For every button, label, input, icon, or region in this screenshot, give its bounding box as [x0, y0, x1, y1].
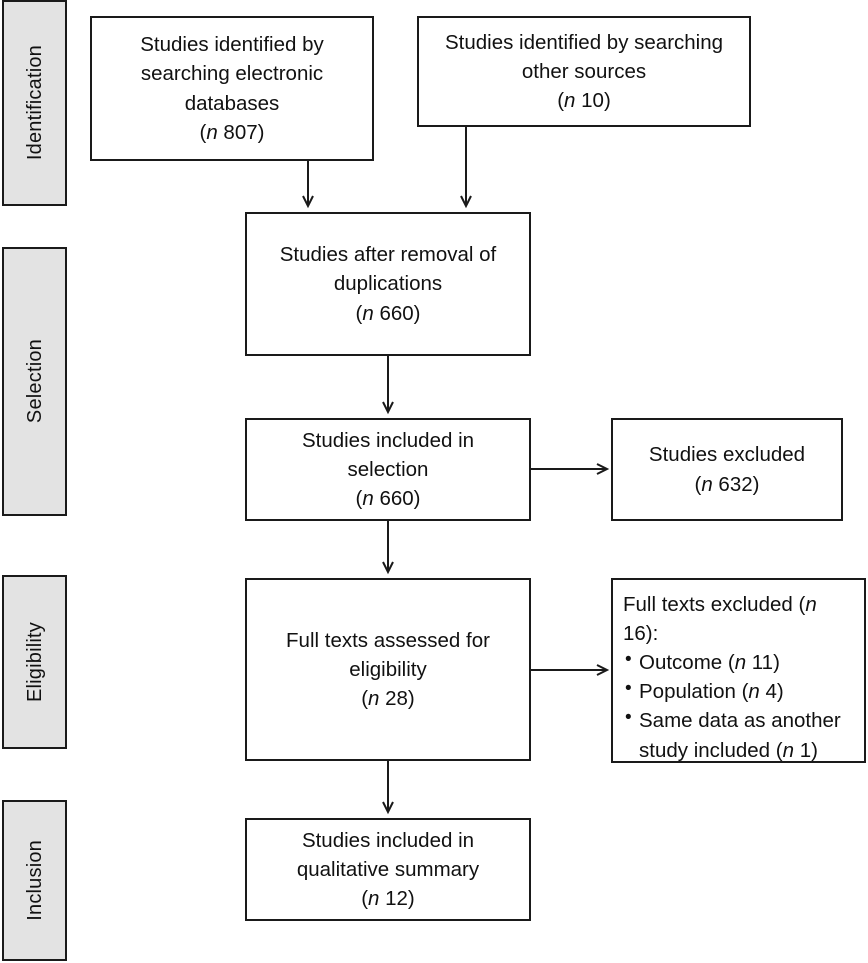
paren-open: (: [694, 472, 702, 496]
stage-box-inclusion: Inclusion: [2, 800, 67, 961]
n-symbol: n: [564, 89, 576, 113]
paren-open: (: [361, 887, 369, 911]
reason-text-post: 1): [794, 738, 818, 762]
box-studies-identified-databases-text: Studies identified by searching electron…: [140, 30, 323, 146]
n-value: 660): [373, 301, 421, 325]
count-line: (n 660): [356, 302, 421, 325]
box-full-texts-assessed-eligibility: Full texts assessed for eligibility (n 2…: [245, 578, 531, 761]
reason-text-post: 11): [746, 651, 780, 675]
n-value: 660): [373, 487, 421, 511]
reason-text-pre: Outcome (: [639, 651, 735, 675]
n-symbol: n: [701, 472, 713, 496]
line-2: qualitative summary: [296, 857, 480, 881]
n-symbol: n: [748, 680, 760, 704]
n-value: 10): [575, 89, 611, 113]
stage-box-identification: Identification: [2, 0, 67, 206]
n-symbol: n: [362, 487, 374, 511]
n-symbol: n: [805, 593, 817, 616]
box-studies-identified-other-sources-text: Studies identified by searching other so…: [445, 28, 723, 115]
box-studies-after-removal-duplications-text: Studies after removal of duplications (n…: [280, 240, 497, 327]
n-value: 12): [379, 887, 415, 911]
box-studies-identified-databases: Studies identified by searching electron…: [90, 16, 374, 161]
paren-open: (: [355, 301, 363, 325]
box-full-texts-excluded: Full texts excluded (n 16): Outcome (n 1…: [611, 578, 866, 763]
n-symbol: n: [206, 120, 218, 144]
line-1: Studies after removal of: [279, 243, 497, 267]
count-line: (n 28): [361, 687, 415, 710]
heading-pre: Full texts excluded (: [623, 593, 806, 616]
box-studies-included-qualitative-summary: Studies included in qualitative summary …: [245, 818, 531, 921]
heading-post: 16):: [623, 622, 659, 646]
list-item: Same data as another study included (n 1…: [623, 705, 856, 764]
reason-text-pre: Same data as another study included (: [639, 709, 841, 762]
n-value: 28): [379, 687, 415, 711]
paren-open: (: [355, 487, 363, 511]
n-symbol: n: [368, 687, 380, 711]
line-1: Studies excluded: [648, 443, 806, 467]
line-2: selection: [347, 457, 429, 481]
line-1: Studies identified by: [140, 33, 324, 57]
stage-box-selection: Selection: [2, 247, 67, 516]
n-symbol: n: [734, 651, 747, 675]
line-2: searching electronic: [140, 62, 324, 86]
box-studies-included-qualitative-summary-text: Studies included in qualitative summary …: [297, 826, 479, 913]
line-2: duplications: [333, 272, 443, 296]
count-line: (n 807): [200, 121, 265, 144]
reason-text-post: 4): [759, 680, 784, 704]
n-symbol: n: [782, 738, 794, 762]
line-1: Studies included in: [301, 828, 475, 852]
box-studies-included-selection-text: Studies included in selection (n 660): [302, 426, 474, 513]
box-studies-included-selection: Studies included in selection (n 660): [245, 418, 531, 521]
full-texts-excluded-reasons-list: Outcome (n 11) Population (n 4) Same dat…: [623, 647, 856, 764]
full-texts-excluded-heading: Full texts excluded (n 16):: [623, 590, 856, 648]
n-value: 807): [217, 120, 265, 144]
stage-label-identification: Identification: [23, 45, 46, 161]
stage-label-inclusion: Inclusion: [23, 840, 46, 921]
reason-text-pre: Population (: [639, 680, 749, 704]
line-1: Full texts assessed for: [286, 628, 490, 652]
box-full-texts-excluded-text: Full texts excluded (n 16): Outcome (n 1…: [623, 590, 856, 765]
box-studies-excluded: Studies excluded (n 632): [611, 418, 843, 521]
stage-label-eligibility: Eligibility: [23, 621, 46, 702]
n-symbol: n: [362, 301, 374, 325]
n-symbol: n: [368, 887, 380, 911]
stage-label-selection: Selection: [23, 339, 46, 424]
count-line: (n 10): [557, 89, 611, 112]
paren-open: (: [557, 89, 565, 113]
count-line: (n 632): [695, 473, 760, 496]
list-item: Outcome (n 11): [623, 647, 856, 677]
line-2: eligibility: [349, 657, 427, 681]
line-1: Studies identified by searching: [444, 30, 724, 54]
line-3: databases: [184, 91, 280, 115]
box-studies-identified-other-sources: Studies identified by searching other so…: [417, 16, 751, 127]
n-value: 632): [712, 472, 760, 496]
count-line: (n 12): [361, 887, 415, 910]
box-studies-excluded-text: Studies excluded (n 632): [649, 440, 805, 498]
line-2: other sources: [521, 59, 647, 83]
list-item: Population (n 4): [623, 676, 856, 706]
box-full-texts-assessed-eligibility-text: Full texts assessed for eligibility (n 2…: [286, 626, 490, 713]
count-line: (n 660): [356, 487, 421, 510]
paren-open: (: [199, 120, 207, 144]
paren-open: (: [361, 687, 369, 711]
line-1: Studies included in: [301, 428, 475, 452]
stage-box-eligibility: Eligibility: [2, 575, 67, 749]
box-studies-after-removal-duplications: Studies after removal of duplications (n…: [245, 212, 531, 356]
